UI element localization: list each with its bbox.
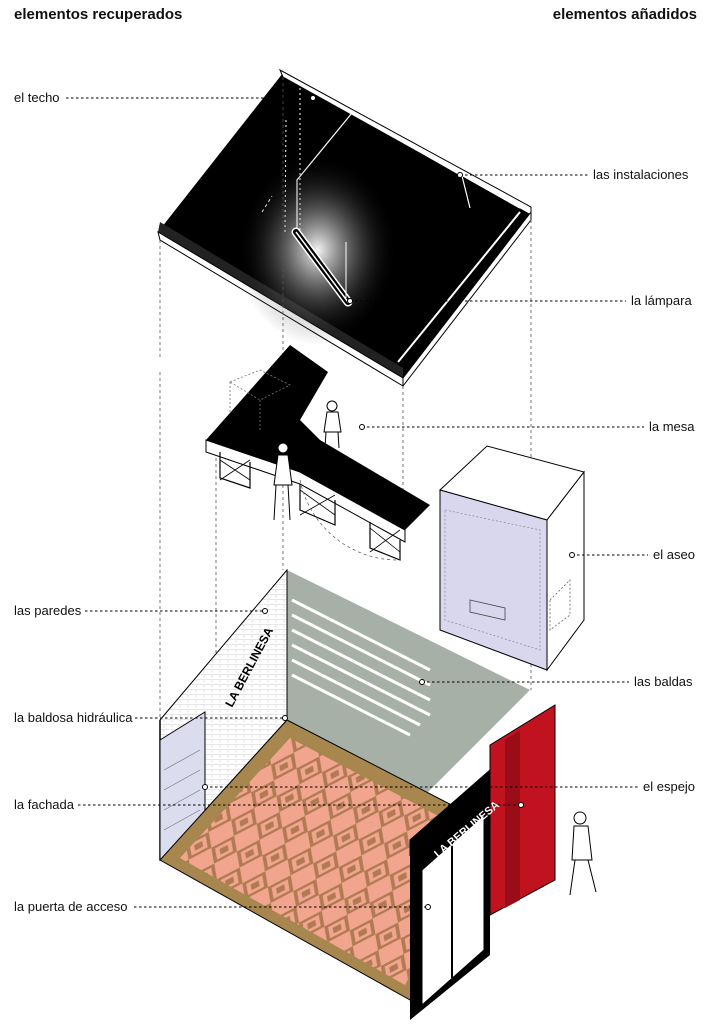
shelves <box>291 598 431 737</box>
leader-lines <box>66 97 648 908</box>
table <box>155 345 430 561</box>
door-swing-arc <box>299 479 401 561</box>
entrance-door: LA BERLINESA <box>409 768 502 1020</box>
header-left-title: elementos recuperados <box>14 6 183 23</box>
label-paredes: las paredes <box>14 603 82 618</box>
label-techo: el techo <box>14 90 60 105</box>
label-espejo: el espejo <box>643 779 696 794</box>
pedestrian-figure <box>569 811 597 896</box>
leader-dots <box>202 95 575 910</box>
label-baldas: las baldas <box>634 674 693 689</box>
label-fachada: la fachada <box>14 797 74 812</box>
person-figure-left <box>273 442 293 521</box>
facade-red-panel <box>489 704 556 916</box>
label-instalaciones: las instalaciones <box>593 167 689 182</box>
label-lampara: la lámpara <box>631 293 692 308</box>
pendant-lamp <box>238 155 398 345</box>
header-right-title: elementos añadidos <box>552 6 697 23</box>
label-aseo: el aseo <box>653 547 695 562</box>
person-figure-right <box>323 400 342 449</box>
bathroom-box <box>439 445 585 672</box>
label-puerta: la puerta de acceso <box>14 899 128 914</box>
label-baldosa: la baldosa hidráulica <box>14 710 133 725</box>
label-mesa: la mesa <box>649 419 695 434</box>
